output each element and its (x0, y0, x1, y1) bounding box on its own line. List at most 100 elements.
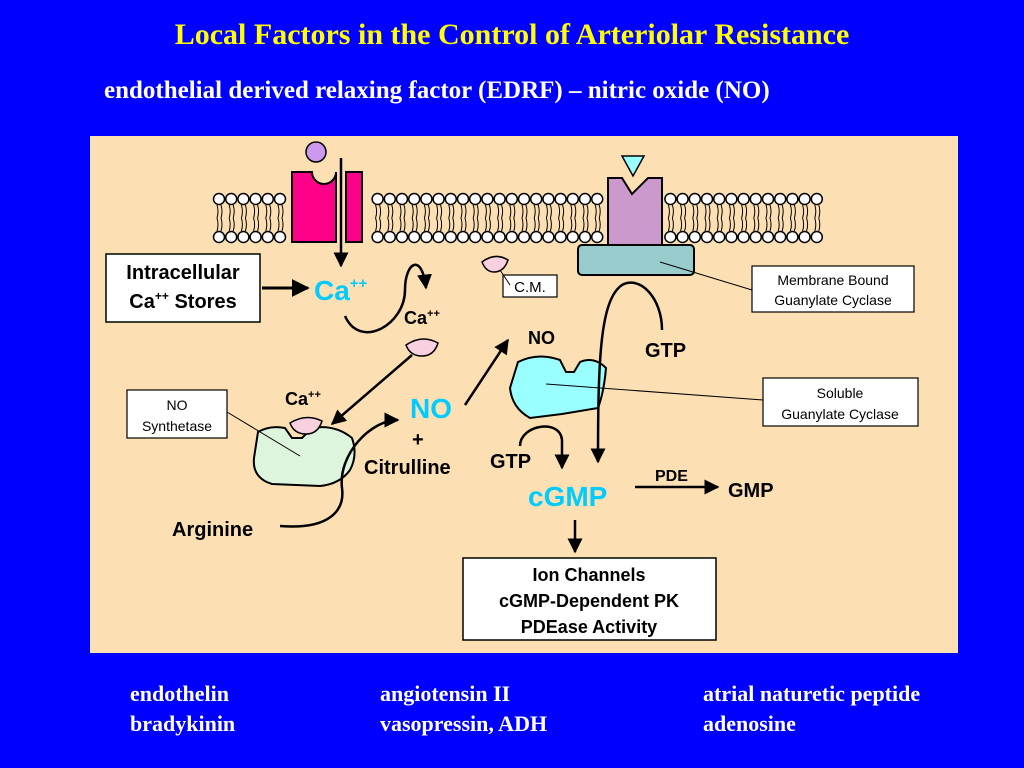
lipid-tail (549, 204, 552, 219)
lipid-head (725, 192, 738, 206)
lipid-tail (789, 204, 792, 219)
lipid-head (420, 192, 433, 206)
lipid-head (773, 192, 787, 206)
lipid-tail (228, 204, 231, 219)
lipid-tail (257, 204, 260, 219)
lipid-tail (411, 204, 414, 219)
lipid-tail (728, 204, 731, 219)
lipid-head (420, 230, 433, 244)
lipid-tail (423, 217, 426, 232)
calmodulin-free (481, 255, 509, 273)
lipid-tail (537, 204, 540, 219)
lipid-head (517, 192, 531, 206)
lipid-tail (793, 204, 796, 219)
lipid-tail (228, 217, 231, 232)
lipid-tail (472, 204, 475, 219)
complex-binding-arrow (330, 354, 413, 425)
lipid-tail (741, 204, 744, 219)
lipid-tail (427, 217, 430, 232)
factor-column-3: atrial naturetic peptide adenosine (703, 679, 920, 739)
lipid-head (676, 230, 689, 244)
lipid-tail (391, 204, 394, 219)
lipid-tail (574, 204, 577, 219)
lipid-tail (509, 204, 512, 219)
lipid-head (371, 230, 384, 244)
lipid-head (664, 192, 677, 206)
lipid-head (407, 230, 421, 244)
lipid-tail (537, 217, 540, 232)
lipid-head (590, 192, 604, 206)
lipid-head (737, 192, 750, 206)
lipid-head (688, 192, 702, 206)
pde-label: PDE (655, 468, 688, 485)
lipid-head (444, 230, 458, 244)
lipid-head (261, 230, 275, 244)
lipid-head (261, 192, 275, 206)
lipid-tail (582, 204, 585, 219)
lipid-head (517, 230, 531, 244)
gtp-membrane-curve (590, 281, 664, 464)
soluble-gc-pointer (545, 383, 764, 401)
soluble-gc-line1: Soluble (817, 385, 864, 401)
calcium-ion-label: Ca++ (314, 275, 368, 306)
lipid-head (237, 192, 250, 206)
lipid-tail (525, 204, 528, 219)
lipid-tail (533, 204, 536, 219)
lipid-tail (269, 204, 272, 219)
lipid-tail (484, 204, 487, 219)
lipid-tail (708, 217, 711, 232)
lipid-head (578, 192, 592, 206)
lipid-tail (375, 204, 378, 219)
lipid-head (725, 230, 738, 244)
lipid-tail (806, 217, 809, 232)
lipid-head (493, 192, 506, 206)
lipid-head (224, 192, 238, 206)
lipid-tail (558, 204, 561, 219)
lipid-head (237, 230, 250, 244)
lipid-tail (582, 217, 585, 232)
lipid-tail (793, 217, 796, 232)
lipid-tail (667, 217, 670, 232)
gtp-to-cgmp-curve (518, 425, 570, 470)
lipid-tail (525, 217, 528, 232)
lipid-head (383, 192, 397, 206)
lipid-tail (509, 217, 512, 232)
lipid-tail (684, 217, 687, 232)
lipid-tail (265, 217, 268, 232)
lipid-tail (244, 217, 247, 232)
soluble-gc-line2: Guanylate Cyclase (781, 406, 899, 422)
lipid-head (529, 192, 543, 206)
lipid-head (761, 230, 775, 244)
no-synthase-enzyme (252, 426, 356, 488)
lipid-tail (501, 217, 504, 232)
lipid-tail (257, 217, 260, 232)
lipid-head (273, 192, 287, 206)
lipid-tail (497, 217, 500, 232)
arginine-to-no-curve (279, 412, 400, 528)
lipid-tail (281, 217, 284, 232)
lipid-tail (720, 217, 723, 232)
lipid-tail (448, 204, 451, 219)
lipid-tail (403, 217, 406, 232)
lipid-tail (216, 217, 219, 232)
factor-column-2: angiotensin II vasopressin, ADH (380, 679, 547, 739)
lipid-tail (464, 217, 467, 232)
lipid-tail (460, 204, 463, 219)
intracellular-label: Intracellular (126, 262, 240, 284)
soluble-guanylate-cyclase (508, 355, 608, 420)
lipid-tail (244, 204, 247, 219)
lipid-tail (476, 217, 479, 232)
gtp-soluble-label: GTP (490, 451, 531, 473)
lipid-head (664, 230, 677, 244)
membrane-gc-box (751, 265, 915, 313)
lipid-tail (692, 217, 695, 232)
ca-binding-curve (343, 263, 432, 334)
lipid-tail (460, 217, 463, 232)
lipid-head (456, 230, 470, 244)
lipid-head (505, 230, 519, 244)
lipid-head (468, 230, 482, 244)
lipid-tail (497, 204, 500, 219)
lipid-head (578, 230, 592, 244)
lipid-head (712, 192, 726, 206)
